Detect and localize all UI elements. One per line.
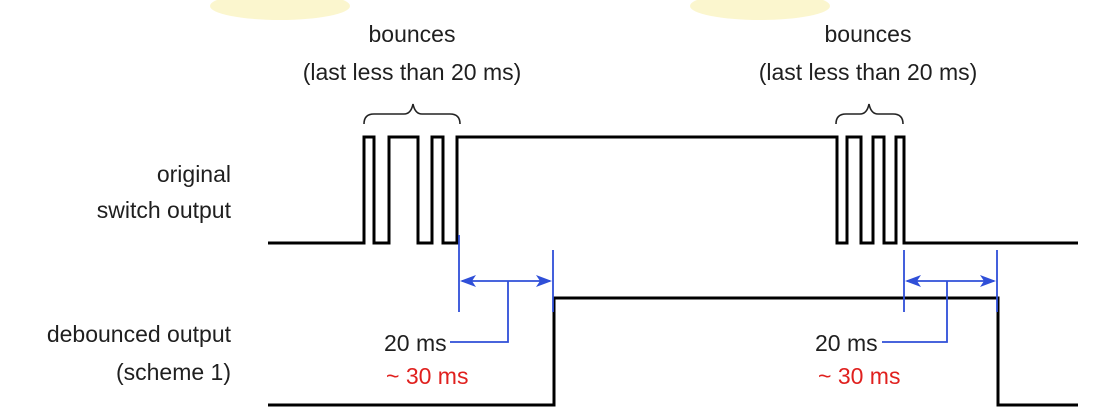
delay-left-actual-label: ~ 30 ms: [386, 363, 468, 389]
delay-dimension-left: [450, 235, 554, 343]
bounces-left-subtitle: (last less than 20 ms): [303, 59, 522, 85]
bounces-left-title: bounces: [369, 21, 456, 47]
delay-right-label: 20 ms: [815, 330, 878, 356]
debounced-output-label-line2: (scheme 1): [116, 359, 231, 385]
delay-dimension-right: [882, 250, 998, 343]
debounced-output-label: debounced output: [47, 321, 232, 347]
original-output-label: original: [157, 161, 231, 187]
delay-left-label: 20 ms: [384, 330, 447, 356]
original-output-label-line2: switch output: [97, 197, 232, 223]
debounced-waveform: [268, 296, 1078, 407]
bounces-right-subtitle: (last less than 20 ms): [759, 59, 978, 85]
bounce-brace-left: [363, 103, 461, 125]
original-switch-waveform: [268, 135, 1078, 245]
bounce-brace-right: [835, 103, 904, 125]
delay-right-actual-label: ~ 30 ms: [818, 363, 900, 389]
bounces-right-title: bounces: [825, 21, 912, 47]
background-decoration: [210, 0, 830, 20]
